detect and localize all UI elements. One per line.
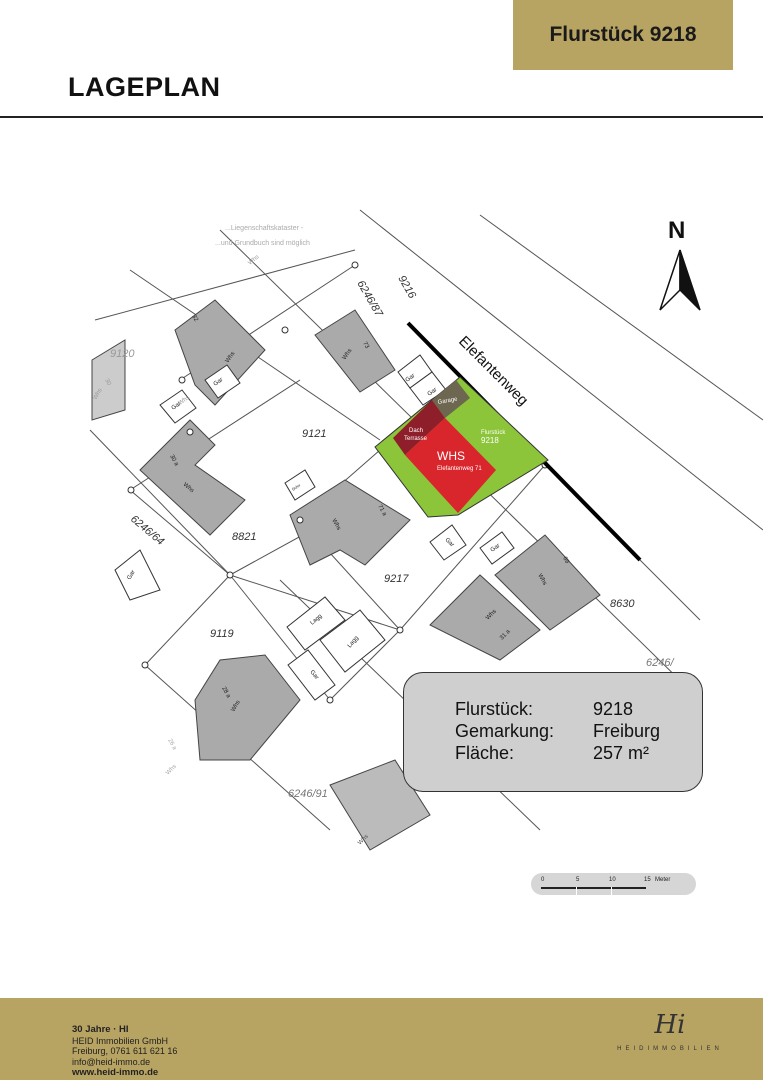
svg-text:Gar: Gar — [171, 401, 183, 412]
logo-wordmark: HEIDIMMOBILIEN — [617, 1046, 723, 1052]
svg-text:73: 73 — [361, 341, 370, 350]
email-link[interactable]: info@heid-immo.de — [72, 1056, 151, 1067]
svg-text:Whs: Whs — [536, 573, 547, 586]
scale-bar: 0 5 10 15 Meter — [531, 873, 696, 895]
parcel-info-box: Flurstück:9218 Gemarkung:Freiburg Fläche… — [403, 672, 703, 792]
roof-label-2: Terrasse — [404, 436, 428, 442]
info-row-parcel: Flurstück:9218 — [455, 699, 634, 719]
svg-text:69: 69 — [561, 556, 570, 565]
svg-text:30 a: 30 a — [168, 454, 179, 468]
site-plan-map: Garage Dach Terrasse Flurstück 9218 WHS … — [89, 209, 763, 851]
svg-text:Whs: Whs — [93, 388, 104, 401]
svg-text:Gar: Gar — [405, 373, 417, 384]
svg-text:9216: 9216 — [395, 274, 418, 302]
garage-label: Garage — [437, 396, 458, 405]
svg-text:Gar: Gar — [490, 543, 502, 554]
north-arrow-icon — [659, 249, 681, 311]
svg-text:Whs: Whs — [225, 351, 237, 364]
svg-text:6246/91: 6246/91 — [288, 788, 328, 800]
svg-text:71 a: 71 a — [376, 504, 387, 518]
svg-text:Whs: Whs — [231, 700, 242, 713]
buildings — [91, 299, 601, 851]
company-logo: Hi HEIDIMMOBILIEN — [600, 1010, 740, 1052]
website-link[interactable]: www.heid-immo.de — [72, 1067, 159, 1078]
svg-text:Whs: Whs — [178, 395, 191, 407]
svg-text:Whs: Whs — [330, 518, 341, 531]
parcel-title-box: Flurstück 9218 — [513, 0, 733, 70]
page-title: LAGEPLAN — [68, 72, 221, 102]
svg-text:26 a: 26 a — [166, 738, 177, 752]
svg-text:Whs: Whs — [165, 764, 178, 777]
svg-text:9119: 9119 — [210, 628, 234, 640]
faded-note-1: ...Liegenschaftskataster - — [225, 225, 304, 232]
faded-note-2: ...und Grundbuch sind möglich — [215, 240, 310, 247]
plot-label-1: Flurstück — [481, 430, 506, 436]
svg-text:6246/64: 6246/64 — [128, 513, 166, 548]
north-arrow: N — [659, 217, 701, 311]
subject-plot: Garage Dach Terrasse Flurstück 9218 WHS … — [374, 376, 549, 518]
svg-text:9121: 9121 — [302, 428, 326, 440]
footer: 30 Jahre · HI HEID Immobilien GmbH Freib… — [0, 998, 763, 1080]
roof-label-1: Dach — [409, 428, 423, 434]
svg-text:Whs: Whs — [342, 348, 354, 361]
parcel-title: Flurstück 9218 — [549, 23, 697, 46]
info-row-district: Gemarkung:Freiburg — [455, 721, 661, 741]
svg-text:28 a: 28 a — [220, 686, 231, 700]
svg-text:Gar: Gar — [444, 537, 455, 548]
svg-text:6246/: 6246/ — [646, 657, 674, 669]
svg-text:32: 32 — [190, 314, 199, 323]
svg-text:8630: 8630 — [610, 598, 635, 610]
plot-label-2: 9218 — [481, 436, 499, 445]
house-label: WHS — [437, 449, 465, 463]
svg-text:9120: 9120 — [110, 348, 135, 360]
svg-text:6246/87: 6246/87 — [354, 279, 385, 320]
svg-text:Whs: Whs — [247, 254, 260, 266]
svg-text:8821: 8821 — [232, 531, 256, 543]
svg-text:Gar: Gar — [308, 669, 319, 681]
svg-text:Gar: Gar — [427, 387, 439, 398]
svg-text:Gar: Gar — [127, 569, 137, 581]
svg-text:Gar: Gar — [213, 377, 225, 388]
info-row-area: Fläche:257 m² — [455, 743, 650, 763]
header-divider — [0, 116, 763, 118]
company-address: 30 Jahre · HI HEID Immobilien GmbH Freib… — [72, 1024, 178, 1078]
house-address: Elefantenweg 71 — [437, 466, 482, 472]
garages — [114, 354, 515, 701]
svg-text:30: 30 — [103, 378, 112, 387]
logo-monogram: Hi — [654, 1010, 686, 1040]
svg-text:9217: 9217 — [384, 573, 409, 585]
north-label: N — [668, 217, 685, 244]
svg-text:Schu: Schu — [291, 482, 301, 491]
